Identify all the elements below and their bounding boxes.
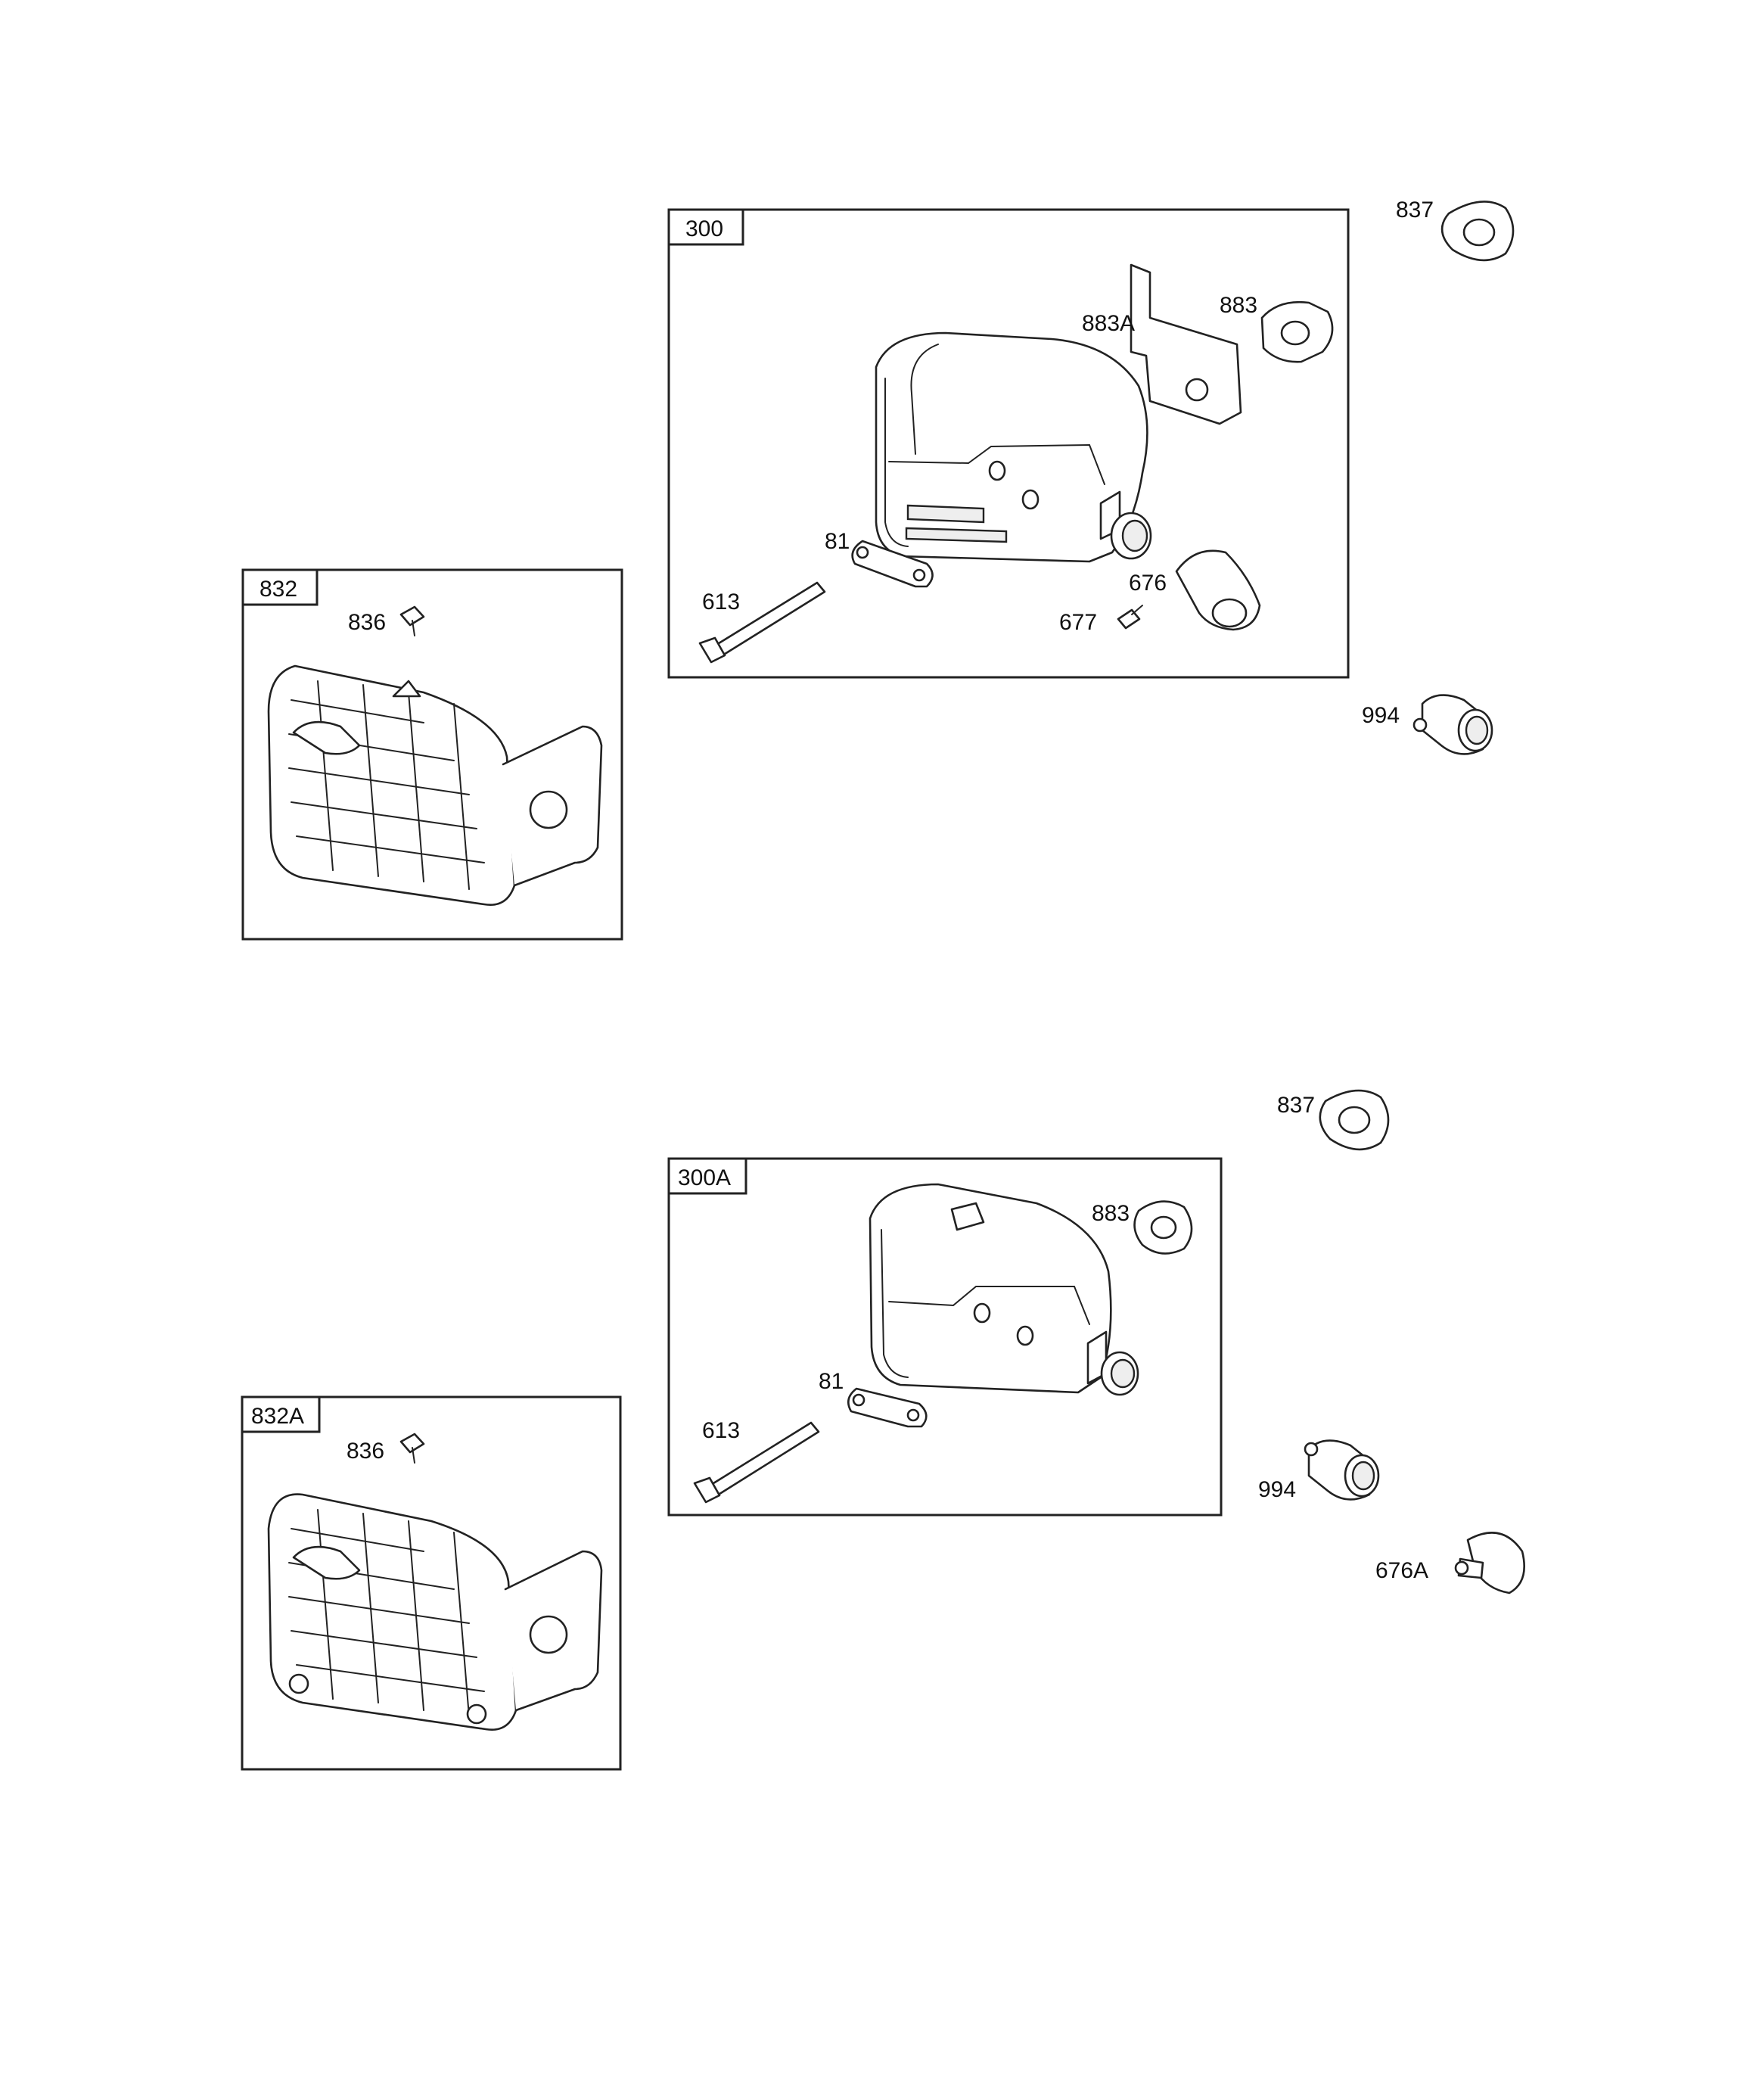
arrester-994-bottom — [1304, 1439, 1380, 1501]
kit-832a-label: 832A — [251, 1404, 304, 1429]
callout-677: 677 — [1059, 610, 1097, 635]
kit-300a-label: 300A — [678, 1165, 731, 1190]
callout-837-top: 837 — [1396, 198, 1434, 222]
clamp-676a — [1454, 1532, 1525, 1594]
callout-883a: 883A — [1082, 311, 1135, 336]
kit-300-group: 300 883A 883 — [667, 208, 1350, 679]
plate-81-bottom — [847, 1387, 928, 1428]
arrester-994-top — [1412, 694, 1493, 755]
screw-836-guard2 — [399, 1433, 425, 1464]
plate-81 — [851, 540, 934, 588]
muffler-300a — [869, 1183, 1139, 1396]
callout-676: 676 — [1129, 571, 1167, 596]
callout-613: 613 — [702, 590, 740, 614]
kit-300a-tag — [667, 1157, 747, 1195]
guard-832a — [267, 1493, 603, 1731]
kit-300-frame — [667, 208, 1350, 679]
kit-832a-tag — [241, 1395, 321, 1433]
callout-994-bottom: 994 — [1258, 1477, 1296, 1502]
kit-832-frame — [241, 568, 623, 941]
kit-300-tag — [667, 208, 744, 246]
kit-300-label: 300 — [685, 216, 723, 241]
kit-832-tag — [241, 568, 319, 606]
screw-836-guard — [399, 605, 425, 636]
elbow-676 — [1175, 549, 1261, 631]
gasket-837-top — [1440, 201, 1515, 262]
callout-81: 81 — [825, 529, 850, 554]
gasket-837-bottom — [1319, 1089, 1390, 1151]
muffler-300 — [875, 331, 1152, 563]
callout-837-bottom: 837 — [1277, 1093, 1315, 1118]
callout-836: 836 — [348, 610, 386, 635]
bracket-883a — [1130, 263, 1242, 425]
kit-300a-group: 300A 883 81 613 — [667, 1157, 1223, 1517]
callout-883: 883 — [1220, 293, 1257, 318]
screw-677 — [1117, 605, 1143, 630]
kit-832a-group: 832A 836 — [241, 1395, 622, 1771]
callout-883-bottom: 883 — [1092, 1201, 1130, 1226]
callout-613-bottom: 613 — [702, 1418, 740, 1443]
kit-832a-frame — [241, 1395, 622, 1771]
kit-832-label: 832 — [259, 577, 297, 602]
bolt-613-bottom — [693, 1421, 820, 1504]
callout-81-bottom: 81 — [819, 1369, 844, 1394]
gasket-883 — [1260, 300, 1334, 363]
guard-832 — [267, 664, 603, 907]
callout-836-guard2: 836 — [347, 1439, 384, 1464]
bolt-613 — [698, 581, 826, 664]
callout-676a: 676A — [1375, 1558, 1428, 1583]
kit-300a-frame — [667, 1157, 1223, 1517]
gasket-883-bottom — [1133, 1200, 1193, 1255]
callout-994-top: 994 — [1362, 703, 1400, 728]
kit-832-group: 832 836 — [241, 568, 623, 941]
